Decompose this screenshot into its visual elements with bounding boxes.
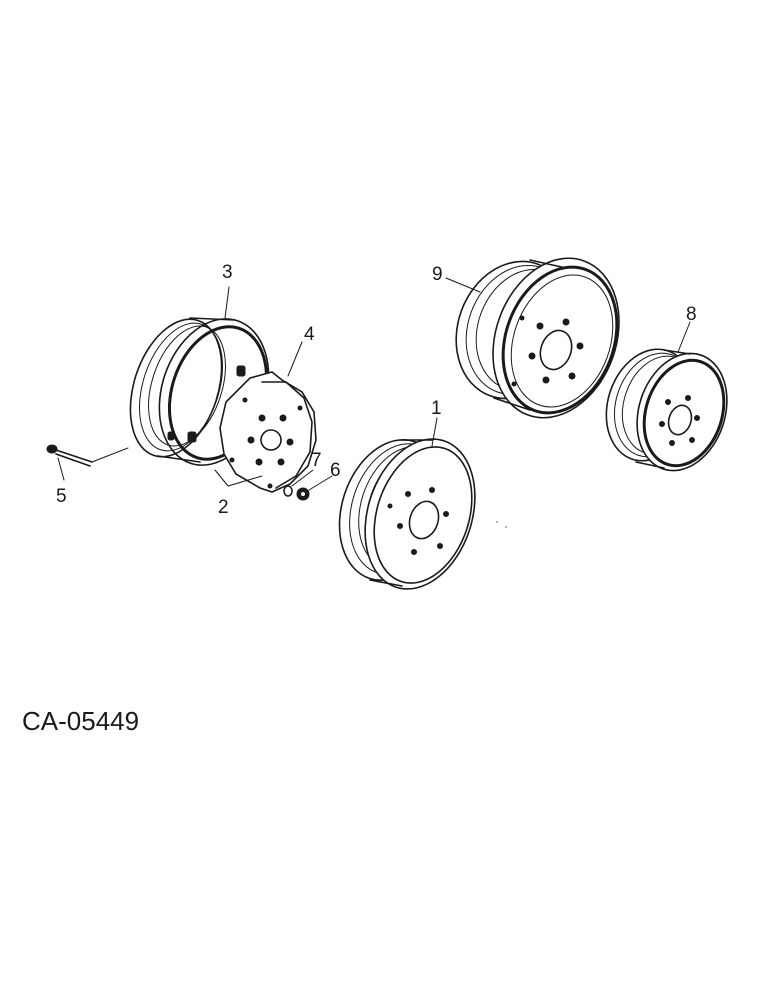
speck [505,526,507,528]
leader-line-9 [445,277,481,293]
leader-line-1 [431,417,438,447]
wheel-rim-icon [338,438,476,590]
callout-4: 4 [304,324,315,345]
callout-6: 6 [330,460,341,481]
bolt-icon [46,444,129,467]
leader-line-5 [57,457,65,481]
callout-7: 7 [311,450,322,471]
leader-line-4 [287,341,303,377]
callout-8: 8 [686,304,697,325]
wheel-rim-icon [605,348,728,472]
leader-line-8 [677,321,691,353]
leader-line-6 [308,475,333,491]
nut-icon [296,487,310,501]
center-disc-icon [219,371,317,493]
callout-1: 1 [431,398,442,419]
leader-line-2b [227,475,263,487]
leader-line-7 [291,469,314,487]
wheel-rim-icon [455,257,620,419]
callout-5: 5 [56,486,67,507]
leader-line-3 [224,286,230,319]
callout-3: 3 [222,262,233,283]
speck [496,521,498,523]
leader-line-2a [214,469,229,487]
callout-2: 2 [218,497,229,518]
reference-code: CA-05449 [22,706,140,736]
lock-washer-icon [283,485,293,497]
callout-9: 9 [432,264,443,285]
leader-lines [57,277,691,491]
